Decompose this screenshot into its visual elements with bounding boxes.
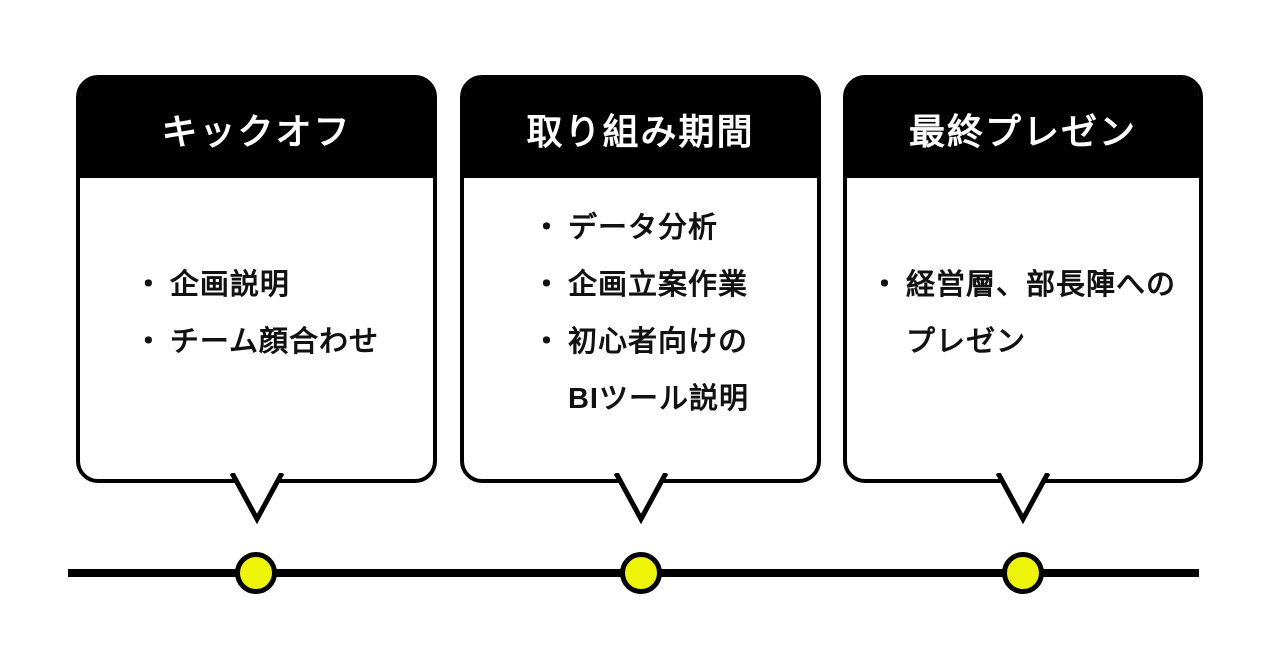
stage-card-kickoff: キックオフ ・ 企画説明 ・ チーム顔合わせ <box>76 75 437 525</box>
bullet-item: ・ 経営層、部長陣への プレゼン <box>870 257 1176 371</box>
bullet-marker: ・ <box>133 268 164 301</box>
card-body: ・ 経営層、部長陣への プレゼン <box>847 178 1199 479</box>
timeline-marker <box>1002 552 1044 594</box>
timeline-marker <box>235 552 277 594</box>
bullet-list: ・ 経営層、部長陣への プレゼン <box>870 257 1176 371</box>
item-line: 初心者向けの <box>567 325 748 358</box>
bullet-marker: ・ <box>531 211 562 244</box>
bullet-item: ・ 企画説明 <box>134 257 379 314</box>
card-body: ・ 企画説明 ・ チーム顔合わせ <box>80 178 433 479</box>
card-title: 最終プレゼン <box>908 110 1137 152</box>
bullet-marker: ・ <box>133 325 164 358</box>
bullet-item: ・ 初心者向けの BIツール説明 <box>532 314 749 428</box>
bullet-item: ・ チーム顔合わせ <box>134 314 379 371</box>
card-header: 取り組み期間 <box>464 79 817 178</box>
item-line: 企画立案作業 <box>567 268 748 301</box>
card-title: キックオフ <box>161 110 352 152</box>
bullet-marker: ・ <box>531 268 562 301</box>
card-header: 最終プレゼン <box>847 79 1199 178</box>
card-header: キックオフ <box>80 79 433 178</box>
stage-card-final-presentation: 最終プレゼン ・ 経営層、部長陣への プレゼン <box>843 75 1203 525</box>
speech-tail <box>229 473 284 525</box>
item-line: プレゼン <box>905 325 1026 358</box>
card-title: 取り組み期間 <box>526 110 755 152</box>
bullet-item: ・ 企画立案作業 <box>532 257 749 314</box>
stage-card-working-period: 取り組み期間 ・ データ分析 ・ 企画立案作業 ・ 初心者向けの BIツール説明 <box>460 75 821 525</box>
item-line: データ分析 <box>567 211 718 244</box>
bullet-marker: ・ <box>531 325 562 358</box>
bullet-list: ・ 企画説明 ・ チーム顔合わせ <box>134 257 379 371</box>
item-line: チーム顔合わせ <box>169 325 380 358</box>
timeline-marker <box>620 552 662 594</box>
item-line: 企画説明 <box>169 268 290 301</box>
bullet-list: ・ データ分析 ・ 企画立案作業 ・ 初心者向けの BIツール説明 <box>532 200 749 428</box>
speech-tail <box>613 473 668 525</box>
item-line: BIツール説明 <box>567 382 749 415</box>
bullet-marker: ・ <box>869 268 900 301</box>
card-body: ・ データ分析 ・ 企画立案作業 ・ 初心者向けの BIツール説明 <box>464 178 817 479</box>
item-line: 経営層、部長陣への <box>905 268 1176 301</box>
speech-tail <box>995 473 1051 525</box>
bullet-item: ・ データ分析 <box>532 200 749 257</box>
